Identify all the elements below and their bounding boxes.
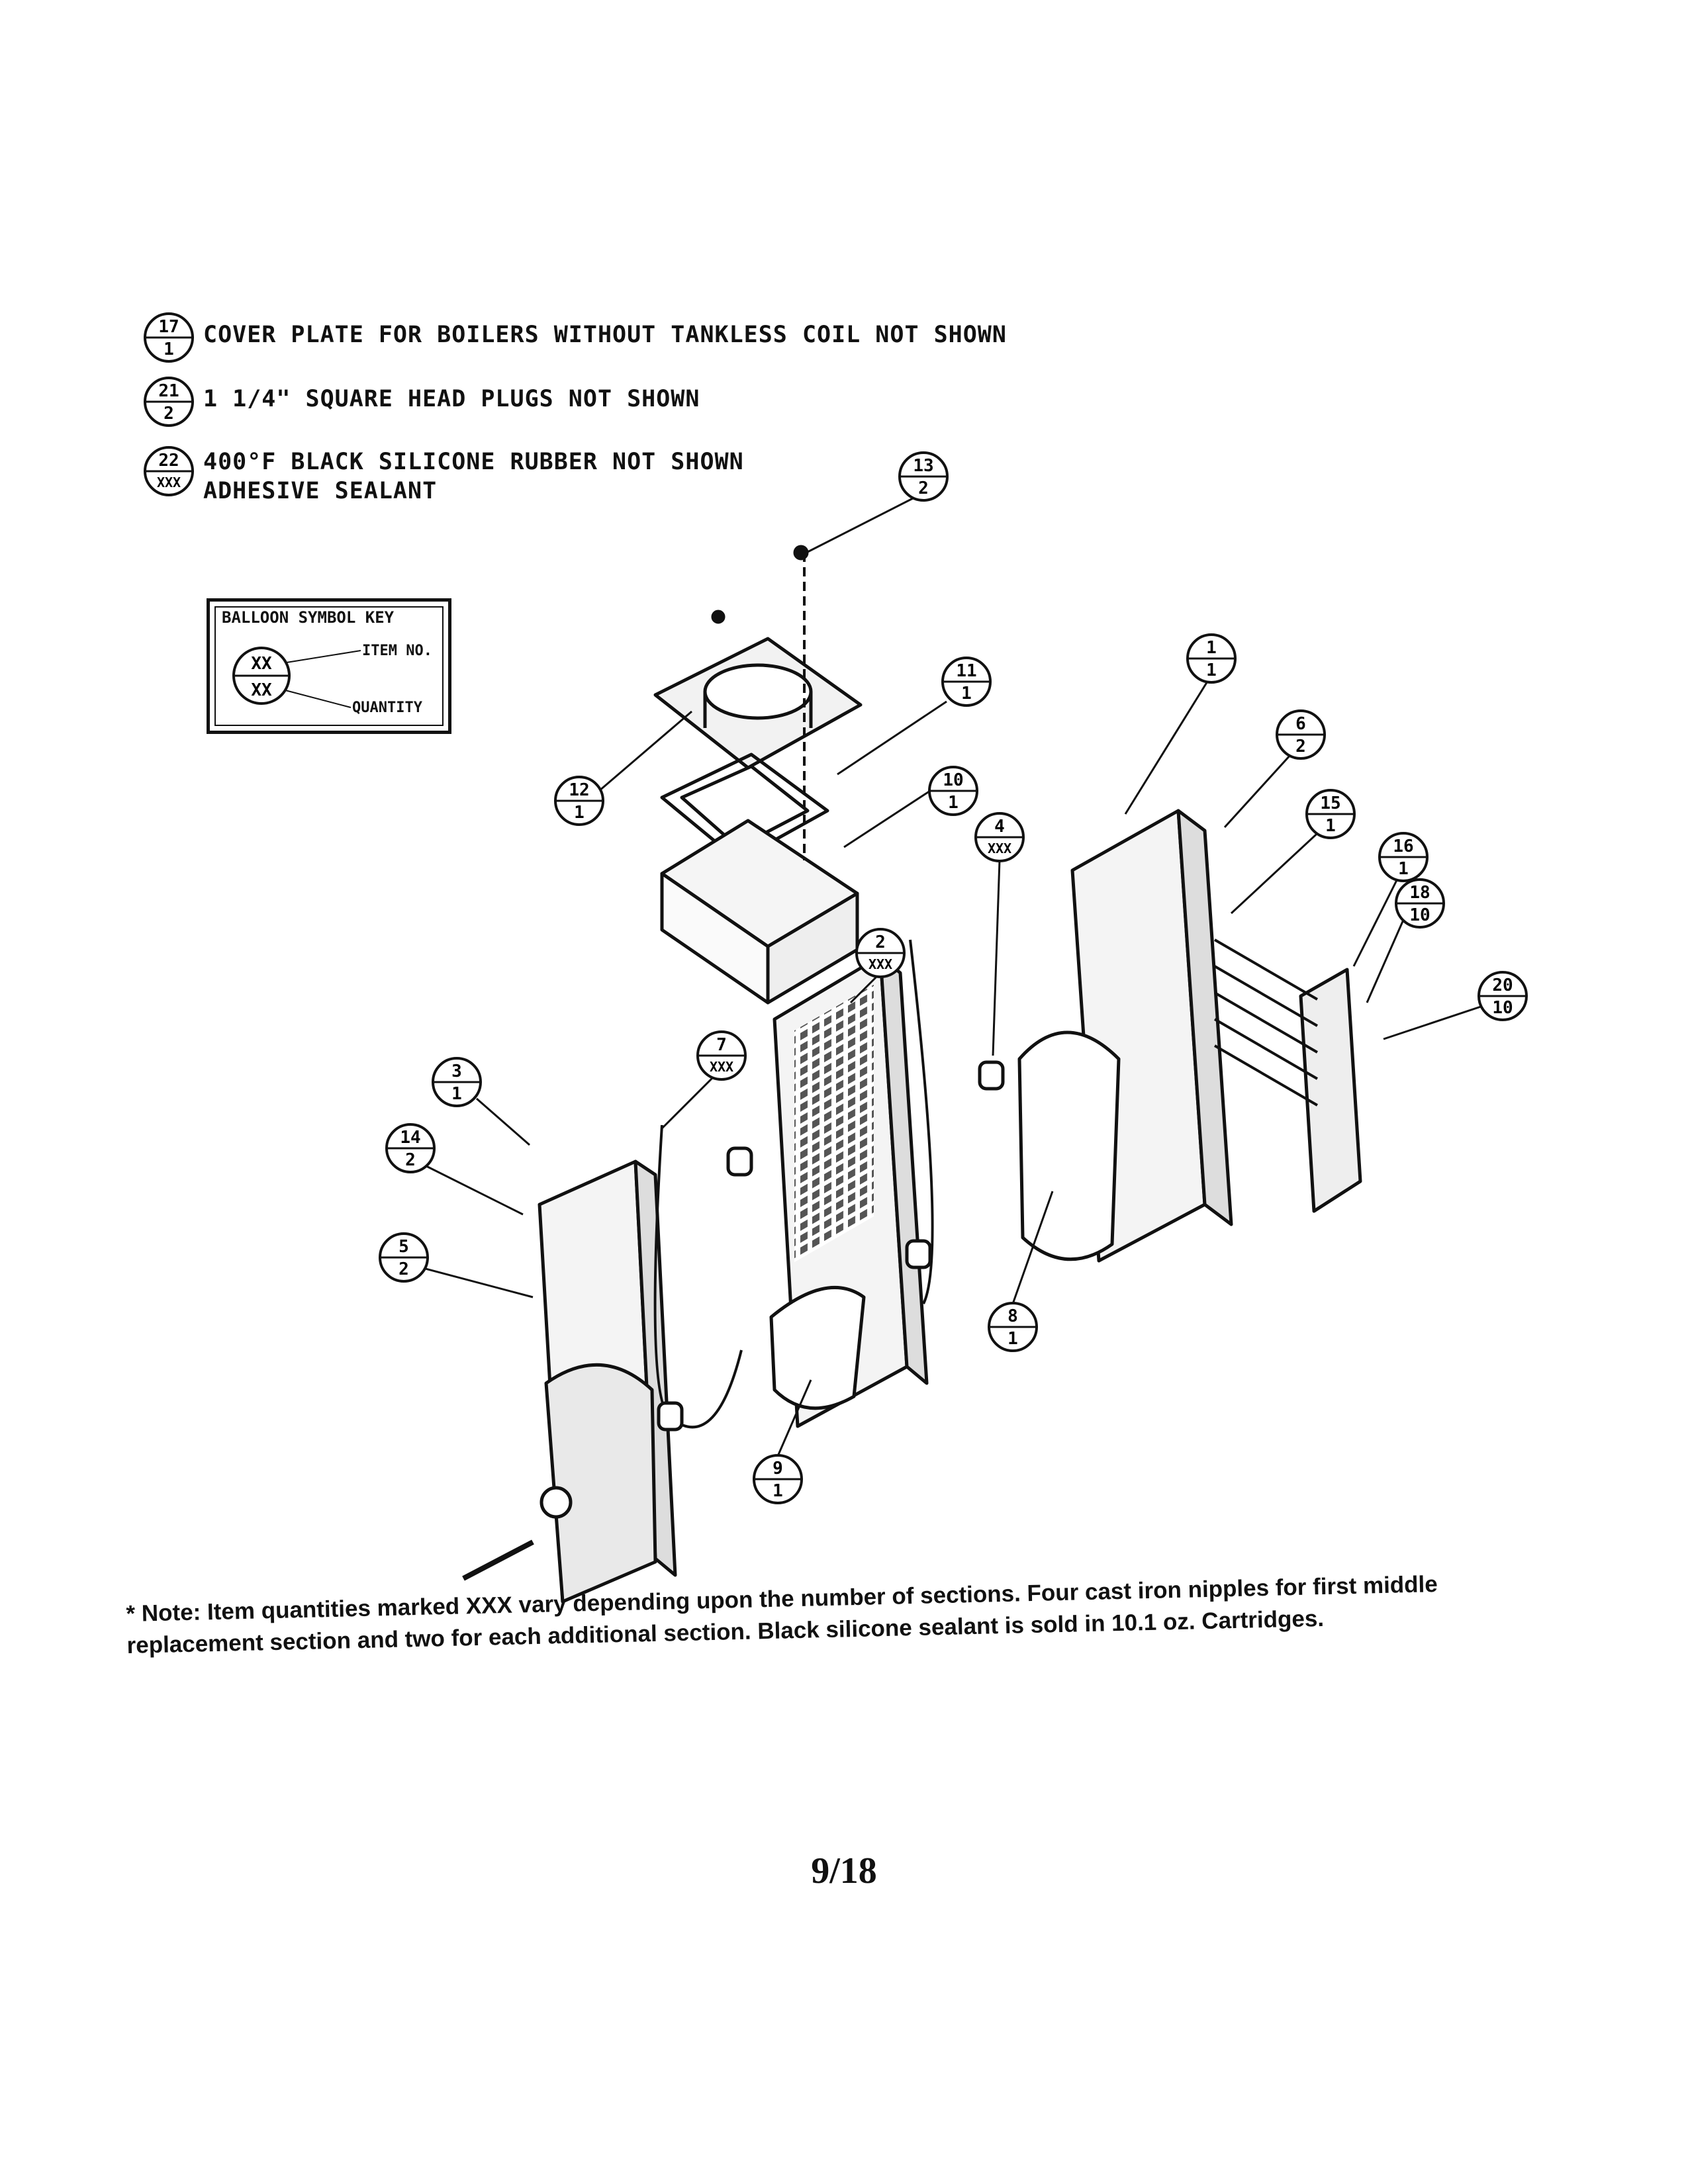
- svg-text:22: 22: [158, 451, 179, 471]
- balloon-2: 2 XXX: [855, 928, 906, 978]
- balloon-16: 16 1: [1378, 832, 1429, 882]
- balloon-18: 18 10: [1395, 878, 1445, 929]
- legend-balloon-22: 22 XXX: [144, 446, 194, 496]
- svg-text:XXX: XXX: [988, 841, 1011, 856]
- svg-text:9: 9: [773, 1459, 783, 1479]
- balloon-6: 6 2: [1276, 709, 1326, 760]
- svg-text:2: 2: [399, 1259, 409, 1279]
- leader-lines: [420, 495, 1483, 1457]
- balloon-5: 5 2: [379, 1232, 429, 1283]
- balloon-9: 9 1: [753, 1454, 803, 1504]
- balloon-10: 10 1: [928, 766, 978, 816]
- svg-text:20: 20: [1492, 976, 1513, 995]
- balloon-15: 15 1: [1305, 789, 1356, 839]
- balloon-1: 1 1: [1186, 633, 1237, 684]
- svg-text:5: 5: [399, 1237, 409, 1257]
- legend-row-22: 22 XXX 400°F BLACK SILICONE RUBBER NOT S…: [142, 445, 744, 506]
- svg-text:XXX: XXX: [710, 1059, 733, 1075]
- footnote-marker: *: [126, 1600, 136, 1627]
- svg-text:10: 10: [943, 770, 963, 790]
- balloon-13: 13 2: [898, 451, 949, 502]
- balloon-key-inner-border: [214, 606, 444, 726]
- svg-text:3: 3: [451, 1062, 462, 1081]
- balloon-4: 4 XXX: [974, 812, 1025, 862]
- balloon-key-quantity-label: QUANTITY: [352, 700, 422, 716]
- svg-text:6: 6: [1295, 714, 1306, 734]
- svg-text:1: 1: [1206, 638, 1217, 658]
- legend-balloon-21: 21 2: [144, 377, 194, 427]
- coil-plate: [1299, 968, 1362, 1213]
- balloon-3: 3 1: [432, 1057, 482, 1107]
- svg-text:1: 1: [1008, 1329, 1018, 1349]
- svg-text:XX: XX: [251, 654, 272, 674]
- svg-text:21: 21: [158, 381, 179, 401]
- svg-text:2: 2: [918, 478, 929, 498]
- svg-text:10: 10: [1492, 998, 1513, 1018]
- balloon-symbol-key: BALLOON SYMBOL KEY XX XX ITEM NO. QUANTI…: [207, 598, 451, 734]
- flue-collar: [703, 663, 813, 720]
- svg-text:16: 16: [1393, 837, 1413, 856]
- legend-text-22: 400°F BLACK SILICONE RUBBER NOT SHOWN AD…: [203, 449, 744, 504]
- legend-text-21: 1 1/4" SQUARE HEAD PLUGS NOT SHOWN: [203, 386, 700, 412]
- svg-text:11: 11: [956, 661, 976, 681]
- balloon-20: 20 10: [1477, 971, 1528, 1021]
- svg-text:18: 18: [1409, 883, 1430, 903]
- page-number: 9/18: [811, 1850, 877, 1891]
- svg-text:7: 7: [716, 1035, 727, 1055]
- svg-text:15: 15: [1320, 794, 1340, 813]
- svg-text:1: 1: [164, 340, 174, 359]
- svg-text:XXX: XXX: [868, 956, 892, 972]
- balloon-key-title: BALLOON SYMBOL KEY: [222, 608, 395, 627]
- balloon-7: 7 XXX: [696, 1030, 747, 1081]
- svg-text:XXX: XXX: [157, 475, 181, 490]
- drawing-parts: [462, 545, 1362, 1604]
- balloon-key-item-label: ITEM NO.: [362, 643, 432, 659]
- legend-balloon-17: 17 1: [144, 312, 194, 363]
- svg-text:1: 1: [451, 1084, 462, 1104]
- balloon-12: 12 1: [554, 776, 604, 826]
- svg-text:1: 1: [1206, 660, 1217, 680]
- svg-text:1: 1: [948, 793, 959, 813]
- svg-text:10: 10: [1409, 905, 1430, 925]
- svg-text:1: 1: [961, 684, 972, 704]
- legend-row-21: 21 2 1 1/4" SQUARE HEAD PLUGS NOT SHOWN: [142, 375, 700, 428]
- svg-text:14: 14: [400, 1128, 420, 1148]
- svg-text:12: 12: [569, 780, 589, 800]
- svg-text:1: 1: [1398, 859, 1409, 879]
- svg-text:2: 2: [405, 1150, 416, 1170]
- legend-row-17: 17 1 COVER PLATE FOR BOILERS WITHOUT TAN…: [142, 311, 1007, 364]
- svg-text:8: 8: [1008, 1306, 1018, 1326]
- svg-text:2: 2: [875, 933, 886, 952]
- svg-text:17: 17: [158, 317, 179, 337]
- nipple-4: [978, 1060, 1005, 1091]
- svg-text:13: 13: [913, 456, 933, 476]
- balloon-8: 8 1: [988, 1302, 1038, 1352]
- svg-text:1: 1: [1325, 816, 1336, 836]
- svg-text:1: 1: [574, 803, 585, 823]
- svg-text:2: 2: [1295, 737, 1306, 756]
- balloon-key-symbol: XX XX: [232, 647, 361, 708]
- svg-text:2: 2: [164, 404, 174, 424]
- tankless-coil: [1213, 938, 1319, 1107]
- svg-text:XX: XX: [251, 680, 272, 700]
- gasket: [660, 752, 829, 862]
- legend-text-17: COVER PLATE FOR BOILERS WITHOUT TANKLESS…: [203, 322, 1007, 348]
- svg-text:1: 1: [773, 1481, 783, 1501]
- svg-text:4: 4: [994, 817, 1005, 837]
- balloon-14: 14 2: [385, 1123, 436, 1173]
- balloon-11: 11 1: [941, 657, 992, 707]
